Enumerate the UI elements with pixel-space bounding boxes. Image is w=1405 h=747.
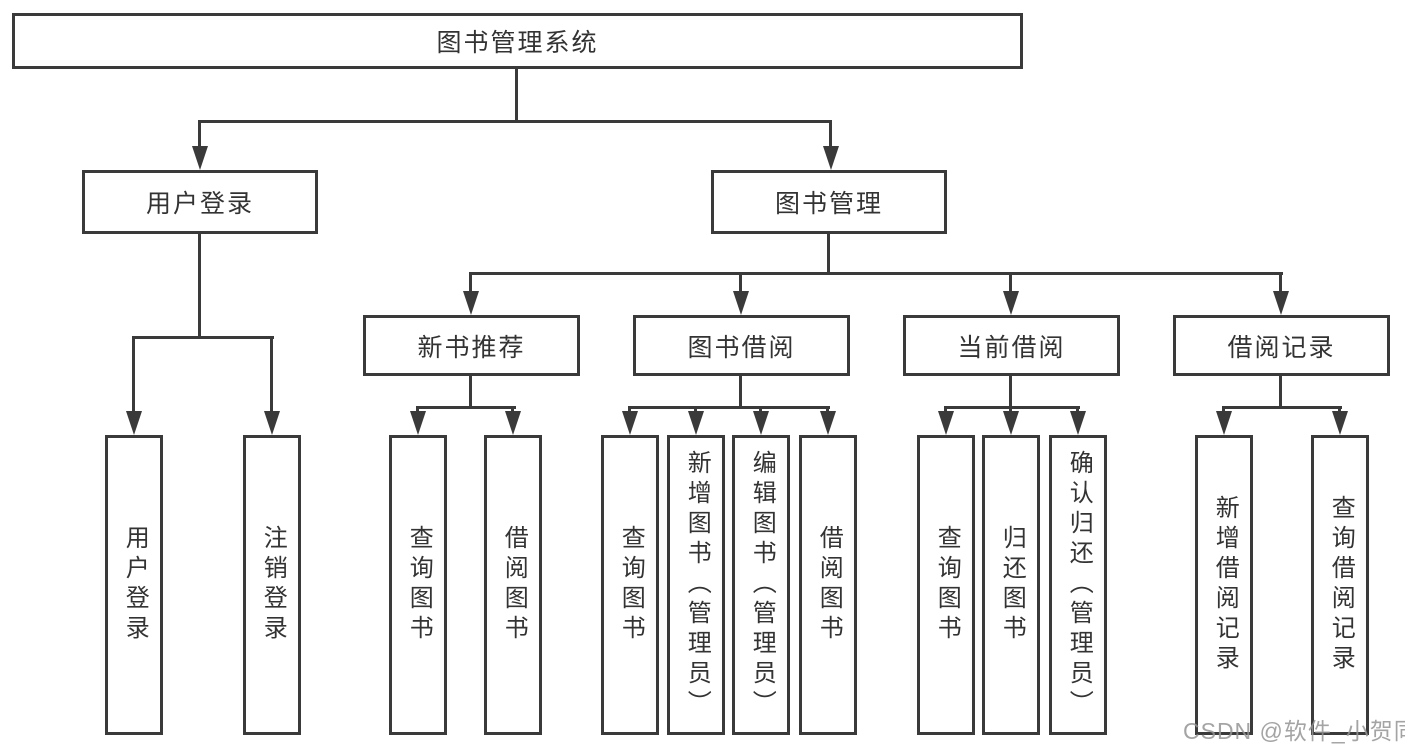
- connector-line: [628, 406, 830, 409]
- arrowhead-down-icon: [820, 411, 836, 435]
- arrowhead-down-icon: [505, 411, 521, 435]
- leaf-return-books-label: 归还图书: [998, 525, 1026, 645]
- arrowhead-down-icon: [1273, 291, 1289, 315]
- leaf-edit-books-admin: 编辑图书（管理员）: [732, 435, 790, 735]
- leaf-query-borrow-record-label: 查询借阅记录: [1327, 495, 1355, 675]
- connector-line: [739, 272, 742, 293]
- connector-line: [270, 336, 273, 413]
- watermark-text: CSDN @软件_小贺同学: [1183, 718, 1405, 744]
- connector-line: [944, 406, 1080, 409]
- connector-line: [132, 336, 135, 413]
- leaf-add-books-admin-label: 新增图书（管理员）: [683, 450, 711, 720]
- node-borrowing-records: 借阅记录: [1173, 315, 1390, 376]
- connector-line: [132, 336, 274, 339]
- leaf-return-books: 归还图书: [982, 435, 1040, 735]
- arrowhead-down-icon: [622, 411, 638, 435]
- connector-line: [469, 272, 472, 293]
- connector-line: [694, 406, 697, 414]
- arrowhead-down-icon: [1216, 411, 1232, 435]
- connector-line: [469, 272, 1283, 275]
- leaf-add-borrow-record-label: 新增借阅记录: [1211, 495, 1239, 675]
- leaf-user-login: 用户登录: [105, 435, 163, 735]
- connector-line: [739, 375, 742, 408]
- arrowhead-down-icon: [1070, 411, 1086, 435]
- connector-line: [827, 234, 830, 275]
- leaf-user-login-label: 用户登录: [121, 525, 149, 645]
- connector-line: [1338, 406, 1341, 414]
- connector-line: [1009, 406, 1012, 414]
- leaf-confirm-return-admin: 确认归还（管理员）: [1049, 435, 1107, 735]
- connector-line: [515, 69, 518, 122]
- arrowhead-down-icon: [126, 411, 142, 435]
- leaf-add-borrow-record: 新增借阅记录: [1195, 435, 1253, 735]
- connector-line: [829, 120, 832, 148]
- arrowhead-down-icon: [1003, 411, 1019, 435]
- connector-line: [826, 406, 829, 414]
- node-user-login: 用户登录: [82, 170, 318, 234]
- leaf-borrow-books-recommend: 借阅图书: [484, 435, 542, 735]
- leaf-logout-label: 注销登录: [259, 525, 287, 645]
- connector-line: [1009, 272, 1012, 293]
- connector-line: [511, 406, 514, 414]
- connector-line: [628, 406, 631, 414]
- node-current-borrowing: 当前借阅: [903, 315, 1120, 376]
- node-library-management-system: 图书管理系统: [12, 13, 1023, 69]
- connector-line: [1279, 272, 1282, 293]
- leaf-edit-books-admin-label: 编辑图书（管理员）: [748, 450, 776, 720]
- leaf-logout: 注销登录: [243, 435, 301, 735]
- connector-line: [198, 120, 832, 123]
- connector-line: [1279, 375, 1282, 408]
- arrowhead-down-icon: [753, 411, 769, 435]
- leaf-add-books-admin: 新增图书（管理员）: [667, 435, 725, 735]
- arrowhead-down-icon: [733, 291, 749, 315]
- node-new-book-recommendation: 新书推荐: [363, 315, 580, 376]
- arrowhead-down-icon: [1332, 411, 1348, 435]
- leaf-borrow-books-recommend-label: 借阅图书: [500, 525, 528, 645]
- leaf-query-books-borrowing: 查询图书: [601, 435, 659, 735]
- leaf-query-books-borrowing-label: 查询图书: [617, 525, 645, 645]
- connector-line: [944, 406, 947, 414]
- connector-line: [1076, 406, 1079, 414]
- arrowhead-down-icon: [1003, 291, 1019, 315]
- connector-line: [198, 234, 201, 338]
- connector-line: [198, 120, 201, 148]
- connector-line: [416, 406, 419, 414]
- leaf-query-books-current: 查询图书: [917, 435, 975, 735]
- connector-line: [759, 406, 762, 414]
- leaf-borrow-books: 借阅图书: [799, 435, 857, 735]
- arrowhead-down-icon: [938, 411, 954, 435]
- leaf-confirm-return-admin-label: 确认归还（管理员）: [1065, 450, 1093, 720]
- connector-line: [1222, 406, 1225, 414]
- arrowhead-down-icon: [410, 411, 426, 435]
- arrowhead-down-icon: [192, 146, 208, 170]
- connector-line: [469, 375, 472, 408]
- connector-line: [1009, 375, 1012, 408]
- connector-line: [416, 406, 516, 409]
- arrowhead-down-icon: [463, 291, 479, 315]
- arrowhead-down-icon: [688, 411, 704, 435]
- connector-line: [1222, 406, 1342, 409]
- arrowhead-down-icon: [823, 146, 839, 170]
- arrowhead-down-icon: [264, 411, 280, 435]
- leaf-query-borrow-record: 查询借阅记录: [1311, 435, 1369, 735]
- leaf-query-books-current-label: 查询图书: [933, 525, 961, 645]
- leaf-query-books-recommend-label: 查询图书: [405, 525, 433, 645]
- node-book-borrowing: 图书借阅: [633, 315, 850, 376]
- leaf-query-books-recommend: 查询图书: [389, 435, 447, 735]
- node-book-management: 图书管理: [711, 170, 947, 234]
- leaf-borrow-books-label: 借阅图书: [815, 525, 843, 645]
